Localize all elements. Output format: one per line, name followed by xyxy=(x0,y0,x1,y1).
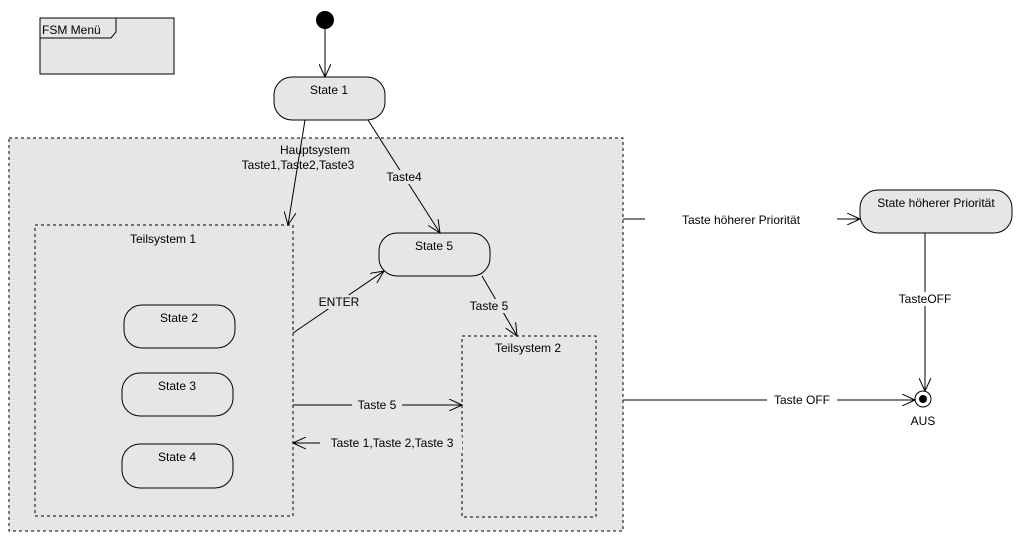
teilsystem2-region xyxy=(461,335,597,518)
initial-node xyxy=(316,11,334,29)
label-bg xyxy=(645,212,837,226)
state5-label: State 5 xyxy=(415,239,453,253)
final-node xyxy=(914,390,932,408)
transition-state1-teilsystem1 xyxy=(288,119,306,225)
higher-priority-state-node: State höherer Priorität xyxy=(859,189,1013,234)
label-bg xyxy=(465,299,513,313)
state2-label: State 2 xyxy=(160,311,198,325)
state3-label: State 3 xyxy=(158,379,196,393)
label-bg xyxy=(316,295,362,309)
label-bg xyxy=(767,393,837,407)
state3-node: State 3 xyxy=(121,372,234,417)
state2-node: State 2 xyxy=(123,304,236,349)
higher-priority-state-label: State höherer Priorität xyxy=(877,196,995,210)
transition-state1-teilsystem1-label: Taste1,Taste2,Taste3 xyxy=(242,158,355,172)
transition-t1-t2-label: Taste 5 xyxy=(358,398,397,412)
transition-main-off-label: Taste OFF xyxy=(774,393,830,407)
state5-node: State 5 xyxy=(378,232,491,277)
final-label: AUS xyxy=(911,414,936,428)
state1-node: State 1 xyxy=(273,76,386,121)
state4-node: State 4 xyxy=(121,443,234,489)
transition-to-higher-label: Taste höherer Priorität xyxy=(682,213,801,227)
label-bg xyxy=(352,398,402,412)
teilsystem1-label: Teilsystem 1 xyxy=(130,232,196,246)
transition-t2-t1-label: Taste 1,Taste 2,Taste 3 xyxy=(331,436,454,450)
frame-label: FSM Menü xyxy=(42,23,101,37)
hauptsystem-label: Hauptsystem xyxy=(280,143,350,157)
state4-label: State 4 xyxy=(158,450,196,464)
transition-enter-label: ENTER xyxy=(319,295,360,309)
transition-state5-teilsystem2-label: Taste 5 xyxy=(470,299,509,313)
transition-higher-off-label: TasteOFF xyxy=(899,292,952,306)
transition-state1-state5-label: Taste4 xyxy=(386,170,422,184)
fsm-frame: FSM Menü xyxy=(39,17,175,75)
state1-label: State 1 xyxy=(310,83,348,97)
label-bg xyxy=(383,170,425,184)
teilsystem2-label: Teilsystem 2 xyxy=(495,341,561,355)
label-bg xyxy=(320,436,462,450)
label-bg xyxy=(893,292,957,306)
